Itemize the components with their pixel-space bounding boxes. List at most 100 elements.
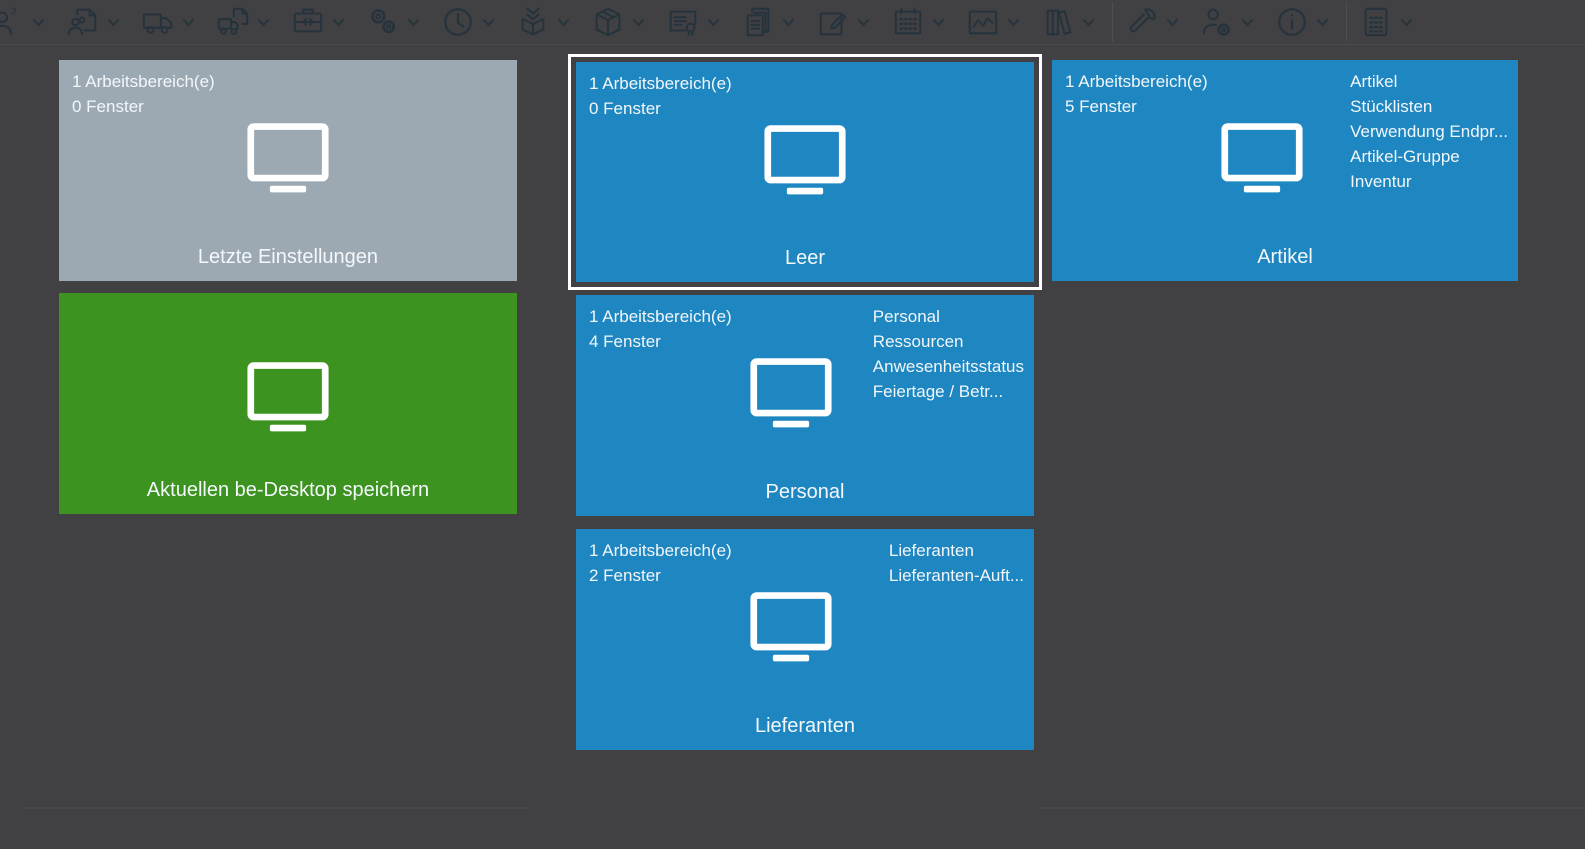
toolbar-button-clock[interactable]: [441, 5, 495, 39]
tile-title: Aktuellen be-Desktop speichern: [146, 479, 430, 501]
faint-line: [1040, 807, 1585, 809]
tile-info: 1 Arbeitsbereich(e) 0 Fenster: [589, 71, 732, 121]
tile-lieferanten[interactable]: 1 Arbeitsbereich(e) 2 Fenster Lieferante…: [576, 529, 1034, 750]
toolbar-button-contacts[interactable]: 2: [0, 5, 45, 39]
toolbar-button-copy-documents[interactable]: [741, 5, 795, 39]
contacts-icon: 2: [0, 6, 17, 36]
monitor-icon: [247, 123, 329, 193]
clock-icon: [444, 8, 472, 36]
toolbar-button-gears[interactable]: [366, 5, 420, 39]
tile-title: Artikel: [1257, 246, 1313, 268]
calculator-icon: [1364, 7, 1388, 37]
faint-line: [25, 807, 530, 809]
tile-info: 1 Arbeitsbereich(e) 0 Fenster: [72, 69, 215, 119]
tile-window-list: Artikel Stücklisten Verwendung Endpr... …: [1350, 69, 1508, 194]
chevron-down-icon[interactable]: [1166, 18, 1179, 27]
monitor-icon: [764, 125, 846, 195]
personnel-document-icon: [67, 8, 97, 36]
chevron-down-icon[interactable]: [707, 18, 720, 27]
chevron-down-icon[interactable]: [1241, 18, 1254, 27]
tile-window-list: Lieferanten Lieferanten-Auft...: [889, 538, 1024, 588]
certificate-document-icon: [669, 10, 697, 36]
tile-title: Lieferanten: [754, 715, 856, 737]
chevron-down-icon[interactable]: [857, 18, 870, 27]
line-chart-icon: [968, 10, 998, 35]
briefcase-transfer-icon: [293, 8, 323, 33]
window-list-item: Lieferanten-Auft...: [888, 566, 1024, 585]
books-icon: [1046, 9, 1072, 36]
info-icon: [1278, 8, 1306, 36]
chevron-down-icon[interactable]: [557, 18, 570, 27]
workspace-count: 1 Arbeitsbereich(e): [1065, 72, 1208, 91]
edit-icon: [819, 12, 847, 36]
toolbar-button-truck-document[interactable]: [216, 5, 270, 39]
toolbar-button-books[interactable]: [1041, 5, 1095, 39]
toolbar-button-wrench[interactable]: [1125, 5, 1179, 39]
toolbar-button-truck[interactable]: [141, 5, 195, 39]
chevron-down-icon[interactable]: [332, 18, 345, 27]
toolbar-button-briefcase-transfer[interactable]: [291, 5, 345, 39]
chevron-down-icon[interactable]: [482, 18, 495, 27]
tile-letzte-einstellungen[interactable]: 1 Arbeitsbereich(e) 0 Fenster Letzte Ein…: [59, 60, 517, 281]
tile-title: Leer: [784, 247, 826, 269]
workspace-count: 1 Arbeitsbereich(e): [72, 72, 215, 91]
toolbar-separator: [1346, 2, 1347, 42]
tile-desktop-speichern[interactable]: Aktuellen be-Desktop speichern: [59, 293, 517, 514]
toolbar-button-info[interactable]: [1275, 5, 1329, 39]
window-list-item: Lieferanten: [888, 541, 974, 560]
toolbar-button-cube[interactable]: [591, 5, 645, 39]
monitor-icon: [1221, 123, 1303, 193]
toolbar-button-edit[interactable]: [816, 5, 870, 39]
chevron-down-icon[interactable]: [932, 18, 945, 27]
workspace-count: 1 Arbeitsbereich(e): [589, 541, 732, 560]
window-count: 2 Fenster: [589, 566, 661, 585]
wrench-icon: [1129, 8, 1156, 33]
main-toolbar: 2: [0, 0, 1585, 45]
chevron-down-icon[interactable]: [1082, 18, 1095, 27]
window-list-item: Artikel: [1350, 72, 1398, 91]
tile-window-list: Personal Ressourcen Anwesenheitsstatus F…: [873, 304, 1024, 404]
toolbar-button-calendar[interactable]: [891, 5, 945, 39]
tile-personal[interactable]: 1 Arbeitsbereich(e) 4 Fenster Personal R…: [576, 295, 1034, 516]
tile-leer[interactable]: 1 Arbeitsbereich(e) 0 Fenster Leer: [576, 62, 1034, 282]
window-list-item: Feiertage / Betr...: [872, 382, 1004, 401]
monitor-icon: [750, 358, 832, 428]
goods-receipt-box-icon: [521, 7, 545, 36]
tile-title: Letzte Einstellungen: [197, 246, 379, 268]
chevron-down-icon[interactable]: [107, 18, 120, 27]
tile-info: 1 Arbeitsbereich(e) 2 Fenster: [589, 538, 732, 588]
chevron-down-icon[interactable]: [182, 18, 195, 27]
tile-artikel[interactable]: 1 Arbeitsbereich(e) 5 Fenster Artikel St…: [1052, 60, 1518, 281]
window-list-item: Ressourcen: [872, 332, 964, 351]
workspace-count: 1 Arbeitsbereich(e): [589, 74, 732, 93]
window-list-item: Anwesenheitsstatus: [872, 357, 1024, 376]
toolbar-button-user-settings[interactable]: [1200, 5, 1254, 39]
toolbar-button-certificate-document[interactable]: [666, 5, 720, 39]
svg-text:2: 2: [11, 6, 17, 17]
window-list-item: Artikel-Gruppe: [1350, 147, 1460, 166]
monitor-icon: [247, 362, 329, 432]
toolbar-button-goods-receipt-box[interactable]: [516, 5, 570, 39]
chevron-down-icon[interactable]: [257, 18, 270, 27]
window-list-item: Verwendung Endpr...: [1350, 122, 1508, 141]
monitor-icon: [750, 592, 832, 662]
tile-info: 1 Arbeitsbereich(e) 5 Fenster: [1065, 69, 1208, 119]
chevron-down-icon[interactable]: [632, 18, 645, 27]
window-count: 0 Fenster: [72, 97, 144, 116]
toolbar-button-calculator[interactable]: [1359, 5, 1413, 39]
chevron-down-icon[interactable]: [1316, 18, 1329, 27]
toolbar-button-personnel-document[interactable]: [66, 5, 120, 39]
gears-icon: [371, 9, 396, 34]
chevron-down-icon[interactable]: [32, 18, 45, 27]
workspace-count: 1 Arbeitsbereich(e): [589, 307, 732, 326]
toolbar-button-line-chart[interactable]: [966, 5, 1020, 39]
truck-icon: [142, 13, 173, 34]
tile-info: 1 Arbeitsbereich(e) 4 Fenster: [589, 304, 732, 354]
window-count: 0 Fenster: [589, 99, 661, 118]
truck-document-icon: [217, 7, 249, 35]
chevron-down-icon[interactable]: [782, 18, 795, 27]
chevron-down-icon[interactable]: [1007, 18, 1020, 27]
chevron-down-icon[interactable]: [407, 18, 420, 27]
chevron-down-icon[interactable]: [1400, 18, 1413, 27]
